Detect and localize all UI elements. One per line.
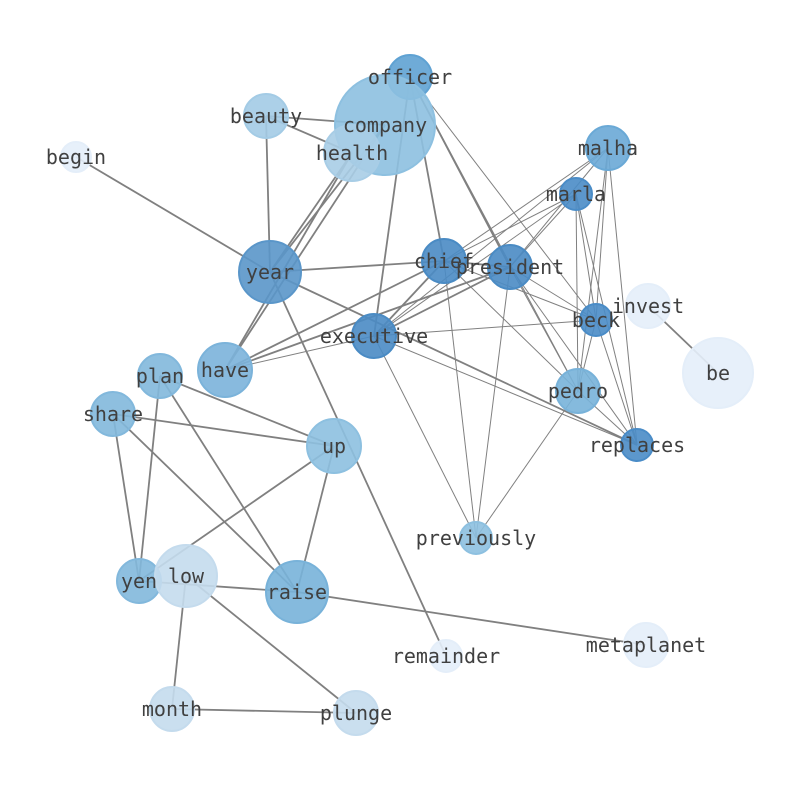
node-label-yen: yen xyxy=(121,569,157,593)
node-label-be: be xyxy=(706,361,730,385)
node-have[interactable] xyxy=(197,342,253,398)
node-label-officer: officer xyxy=(368,65,452,89)
node-label-remainder: remainder xyxy=(392,644,500,668)
node-president[interactable] xyxy=(487,244,533,290)
edge-beck-replaces xyxy=(595,319,638,446)
node-label-marla: marla xyxy=(546,182,606,206)
node-previously[interactable] xyxy=(459,521,493,555)
node-label-beauty: beauty xyxy=(230,104,302,128)
node-label-previously: previously xyxy=(416,526,536,550)
node-label-replaces: replaces xyxy=(589,433,685,457)
node-label-up: up xyxy=(322,434,346,458)
node-pedro[interactable] xyxy=(555,368,601,414)
node-up[interactable] xyxy=(306,418,362,474)
edge-year-replaces xyxy=(269,271,638,446)
edge-executive-previously xyxy=(373,335,477,539)
node-label-month: month xyxy=(142,697,202,721)
node-beck[interactable] xyxy=(579,303,613,337)
node-month[interactable] xyxy=(149,686,195,732)
edge-marla-beck xyxy=(575,193,597,321)
edge-executive-replaces xyxy=(373,335,638,446)
edge-chief-beck xyxy=(443,260,597,321)
node-year[interactable] xyxy=(238,240,302,304)
edge-have-chief xyxy=(224,260,445,371)
node-label-year: year xyxy=(246,260,294,284)
edge-low-plunge xyxy=(185,575,357,714)
node-low[interactable] xyxy=(154,544,218,608)
node-plan[interactable] xyxy=(137,353,183,399)
edge-president-pedro xyxy=(509,266,579,392)
edge-month-plunge xyxy=(171,708,357,714)
edge-share-yen xyxy=(112,413,140,582)
node-replaces[interactable] xyxy=(620,428,654,462)
node-label-have: have xyxy=(201,358,249,382)
edge-malha-replaces xyxy=(607,147,638,446)
node-label-president: president xyxy=(456,255,564,279)
edge-year-remainder xyxy=(269,271,447,657)
node-label-low: low xyxy=(168,564,205,588)
node-label-executive: executive xyxy=(320,324,428,348)
node-label-plunge: plunge xyxy=(320,701,392,725)
edge-malha-pedro xyxy=(577,147,609,392)
edge-begin-year xyxy=(75,156,271,273)
node-malha[interactable] xyxy=(585,125,631,171)
node-begin[interactable] xyxy=(60,141,92,173)
node-executive[interactable] xyxy=(351,313,397,359)
edge-officer-beck xyxy=(409,76,597,321)
node-label-company: company xyxy=(343,113,427,137)
node-raise[interactable] xyxy=(265,560,329,624)
node-invest[interactable] xyxy=(625,283,671,329)
node-label-malha: malha xyxy=(578,136,638,160)
node-health[interactable] xyxy=(323,124,381,182)
node-chief[interactable] xyxy=(421,238,467,284)
node-remainder[interactable] xyxy=(429,639,463,673)
node-label-health: health xyxy=(316,141,388,165)
node-metaplanet[interactable] xyxy=(623,622,669,668)
edge-plan-raise xyxy=(159,375,298,593)
node-label-share: share xyxy=(83,402,143,426)
edge-officer-pedro xyxy=(409,76,579,392)
edge-president-malha xyxy=(509,147,609,268)
edge-share-raise xyxy=(112,413,298,593)
edge-pedro-previously xyxy=(475,390,579,539)
nodes-layer xyxy=(60,54,754,736)
edge-share-up xyxy=(112,413,335,447)
edge-chief-malha xyxy=(443,147,609,262)
node-label-raise: raise xyxy=(267,580,327,604)
edge-chief-marla xyxy=(443,193,577,262)
node-label-beck: beck xyxy=(572,308,620,332)
edge-marla-pedro xyxy=(575,193,579,392)
edge-president-replaces xyxy=(509,266,638,446)
edge-executive-marla xyxy=(373,193,577,337)
edge-chief-previously xyxy=(443,260,477,539)
node-label-plan: plan xyxy=(136,364,184,388)
edge-plan-yen xyxy=(138,375,161,582)
labels-layer: officer company beauty health begin malha marl… xyxy=(46,65,730,725)
edge-raise-metaplanet xyxy=(296,591,647,646)
edge-executive-president xyxy=(373,266,511,337)
edge-executive-beck xyxy=(373,319,597,337)
edge-president-previously xyxy=(475,266,511,539)
node-label-chief: chief xyxy=(414,249,474,273)
node-beauty[interactable] xyxy=(243,93,289,139)
node-label-begin: begin xyxy=(46,145,106,169)
node-plunge[interactable] xyxy=(333,690,379,736)
node-be[interactable] xyxy=(682,337,754,409)
node-marla[interactable] xyxy=(559,177,593,211)
edge-malha-beck xyxy=(595,147,609,321)
edge-plan-up xyxy=(159,375,335,447)
node-label-metaplanet: metaplanet xyxy=(586,633,706,657)
node-share[interactable] xyxy=(90,391,136,437)
node-label-invest: invest xyxy=(612,294,684,318)
node-label-pedro: pedro xyxy=(548,379,608,403)
